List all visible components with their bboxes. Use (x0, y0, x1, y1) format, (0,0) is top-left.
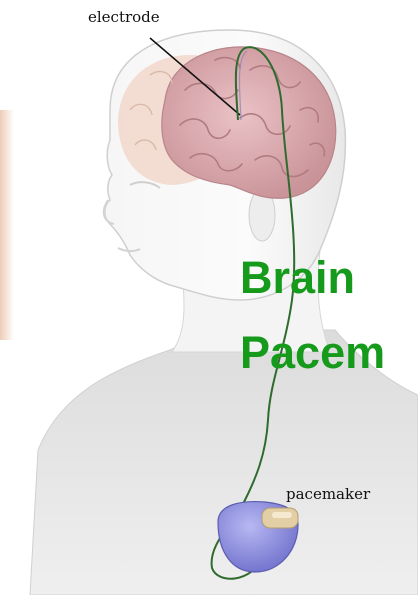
electrode-label: electrode (88, 8, 160, 26)
title-line-1: Brain (240, 255, 355, 300)
pacemaker-label: pacemaker (286, 485, 370, 503)
left-edge-figure (0, 110, 14, 340)
title-line-2: Pacem (240, 330, 385, 375)
